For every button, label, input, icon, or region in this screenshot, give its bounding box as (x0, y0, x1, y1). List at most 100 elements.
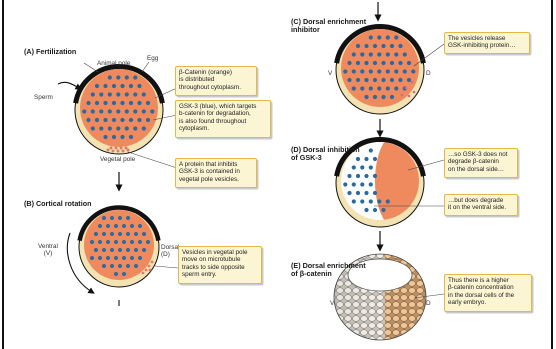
gsk3-dot (347, 61, 351, 65)
gsk3-dot (116, 75, 120, 79)
gsk3-dot (352, 182, 356, 186)
gsk3-dot (108, 109, 112, 113)
panel-d-title: (D) Dorsal inhibition of GSK-3 (291, 146, 360, 162)
gsk3-dot (138, 256, 142, 260)
gsk3-dot (373, 78, 377, 82)
gsk3-dot (386, 199, 390, 203)
callout-ventral-side: …but does degrade it on the ventral side… (444, 194, 518, 216)
gsk3-dot (114, 224, 118, 228)
gsk3-dot (116, 92, 120, 96)
gsk3-dot (403, 69, 407, 73)
gsk3-dot (102, 248, 106, 252)
gsk3-dot (106, 256, 110, 260)
gsk3-dot (129, 84, 133, 88)
gsk3-dot (103, 135, 107, 139)
gsk3-dot (352, 52, 356, 56)
gsk3-dot (82, 109, 86, 113)
gsk3-dot (103, 84, 107, 88)
callout-vegetal-protein: A protein that inhibits GSK-3 is contain… (175, 158, 257, 188)
gsk3-dot (381, 208, 385, 212)
callout-cortical-rotation: Vesicles in vegetal pole move on microtu… (178, 246, 262, 284)
gsk3-dot (373, 208, 377, 212)
gsk3-dot (130, 224, 134, 228)
gsk3-dot (390, 78, 394, 82)
gsk3-dot (110, 232, 114, 236)
gsk3-dot (137, 84, 141, 88)
gsk3-dot (411, 69, 415, 73)
gsk3-dot (116, 126, 120, 130)
gsk3-dot (352, 86, 356, 90)
gsk3-dot (129, 135, 133, 139)
gsk3-dot (356, 78, 360, 82)
panel-c-d-label: D (426, 70, 431, 77)
gsk3-dot (373, 44, 377, 48)
gsk3-dot (364, 191, 368, 195)
gsk3-dot (394, 35, 398, 39)
gsk3-dot (356, 191, 360, 195)
gsk3-dot (125, 75, 129, 79)
gsk3-dot (102, 216, 106, 220)
gsk3-dot (98, 256, 102, 260)
gsk3-dot (377, 199, 381, 203)
gsk3-dot (364, 44, 368, 48)
gsk3-dot (390, 44, 394, 48)
gsk3-dot (118, 232, 122, 236)
gsk3-dot (95, 84, 99, 88)
gsk3-dot (112, 135, 116, 139)
gsk3-dot (356, 61, 360, 65)
gsk3-dot (352, 165, 356, 169)
gsk3-dot (364, 95, 368, 99)
gsk3-dot (377, 35, 381, 39)
gsk3-dot (112, 101, 116, 105)
sperm-label: Sperm (34, 94, 53, 101)
gsk3-dot (122, 224, 126, 228)
gsk3-dot (95, 101, 99, 105)
gsk3-dot (130, 256, 134, 260)
gsk3-dot (347, 191, 351, 195)
gsk3-dot (369, 52, 373, 56)
gsk3-dot (90, 256, 94, 260)
callout-inhibitor-release-text: The vesicles release GSK-inhibiting prot… (448, 35, 526, 50)
gsk3-dot (106, 224, 110, 228)
panel-e-title: (E) Dorsal enrichment of β-catenin (291, 262, 366, 278)
gsk3-dot (347, 174, 351, 178)
gsk3-dot (138, 240, 142, 244)
gsk3-dot (114, 240, 118, 244)
gsk3-dot (91, 126, 95, 130)
gsk3-dot (106, 240, 110, 244)
gsk3-dot (134, 232, 138, 236)
gsk3-dot (369, 69, 373, 73)
gsk3-dot (146, 240, 150, 244)
gsk3-dot (120, 135, 124, 139)
gsk3-dot (360, 52, 364, 56)
gsk3-dot (146, 118, 150, 122)
gsk3-dot (133, 126, 137, 130)
gsk3-dot (369, 165, 373, 169)
gsk3-dot (142, 109, 146, 113)
gsk3-dot (103, 101, 107, 105)
gsk3-dot (122, 240, 126, 244)
gsk3-dot (386, 35, 390, 39)
gsk3-dot (142, 248, 146, 252)
callout-vegetal-protein-text: A protein that inhibits GSK-3 is contain… (179, 161, 253, 183)
gsk3-dot (99, 109, 103, 113)
gsk3-dot (381, 44, 385, 48)
callout-dorsal-side-text: …so GSK-3 does not degrade β-catenin on … (448, 151, 514, 173)
gsk3-dot (118, 216, 122, 220)
gsk3-dot (122, 256, 126, 260)
gsk3-dot (369, 86, 373, 90)
gsk3-dot (125, 126, 129, 130)
ventral-label: Ventral (V) (38, 243, 58, 258)
gsk3-dot (403, 52, 407, 56)
gsk3-dot (130, 240, 134, 244)
gsk3-dot (126, 248, 130, 252)
gsk3-dot (99, 92, 103, 96)
gsk3-dot (102, 232, 106, 236)
gsk3-dot (142, 232, 146, 236)
panel-b-title: (B) Cortical rotation (24, 200, 91, 208)
gsk3-dot (94, 248, 98, 252)
gsk3-dot (108, 126, 112, 130)
gsk3-dot (90, 240, 94, 244)
gsk3-dot (110, 248, 114, 252)
